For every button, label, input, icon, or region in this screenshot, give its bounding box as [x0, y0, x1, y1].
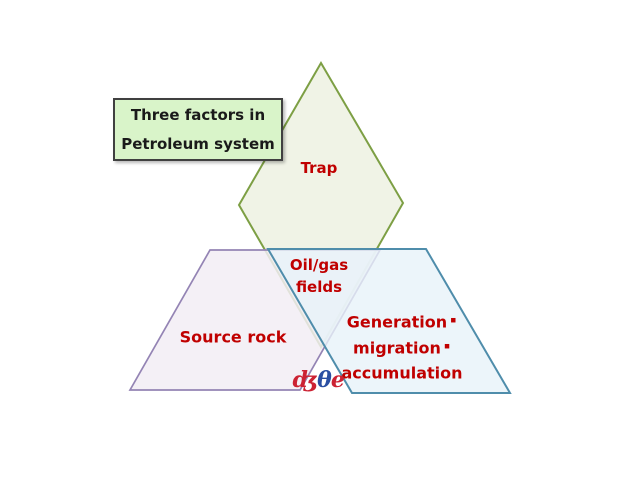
three-factors-callout-box: Three factors in Petroleum system — [113, 98, 283, 161]
fields-line: fields — [295, 278, 343, 296]
source-rock-label: Source rock — [179, 327, 287, 347]
watermark-char-1: ʤ — [292, 367, 318, 393]
watermark-char-3: e — [330, 367, 345, 393]
callout-line-2: Petroleum system — [121, 135, 275, 154]
callout-line-1: Three factors in — [130, 105, 266, 124]
oil-gas-fields-label: Oil/gas fields — [290, 254, 348, 298]
generation-shape — [266, 248, 512, 394]
watermark-logo: ʤθe — [292, 367, 345, 393]
oil-gas-line: Oil/gas — [289, 256, 349, 274]
migration-line: migration▪ — [353, 338, 451, 358]
trap-label: Trap — [300, 159, 338, 177]
accumulation-line: accumulation — [341, 363, 463, 383]
ditto-mark-icon: ▪ — [443, 341, 451, 352]
ditto-mark-icon: ▪ — [450, 315, 458, 326]
generation-migration-accumulation-label: Generation▪ migration▪ accumulation — [341, 309, 462, 386]
generation-line: Generation▪ — [346, 312, 458, 332]
watermark-char-2: θ — [317, 367, 332, 393]
